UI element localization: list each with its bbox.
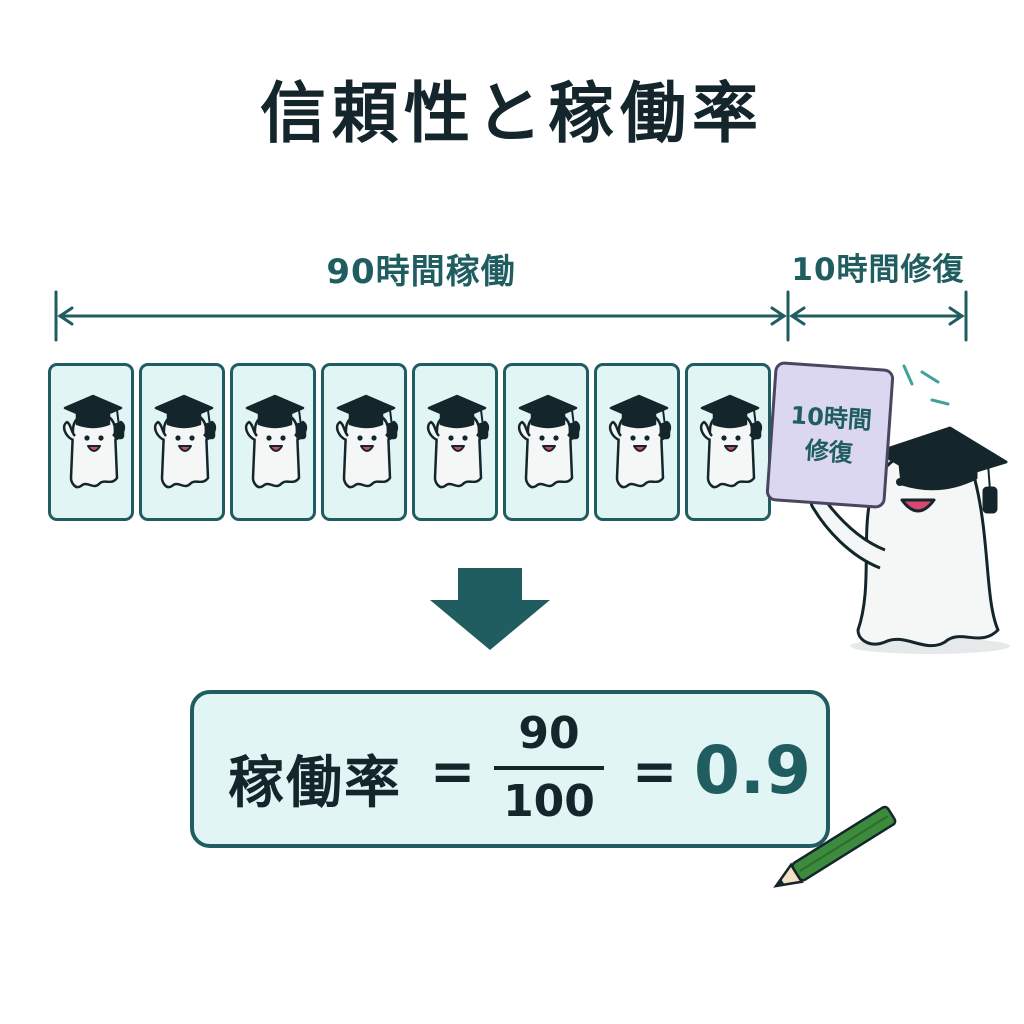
down-arrow-icon [430, 568, 550, 650]
repair-card: 10時間 修復 [765, 360, 895, 510]
repair-card-line1: 10時間 [789, 401, 873, 435]
ghost-graduate-icon [335, 394, 399, 489]
ghost-graduate-icon [153, 394, 217, 489]
formula-fraction: 90 100 [494, 708, 604, 828]
ghost-graduate-icon [699, 394, 763, 489]
formula-lhs: 稼働率 [228, 751, 402, 816]
formula-numerator: 90 [518, 708, 580, 759]
repair-card-line2: 修復 [803, 436, 854, 468]
uptime-cell [503, 363, 589, 521]
ghost-graduate-icon [809, 426, 1010, 654]
repair-dimension-line [789, 290, 968, 342]
uptime-cell [685, 363, 771, 521]
availability-formula-box: 稼働率 = 90 100 = 0.9 [190, 690, 830, 848]
uptime-cell [230, 363, 316, 521]
ghost-graduate-icon [244, 394, 308, 489]
uptime-cell [321, 363, 407, 521]
fraction-bar [494, 766, 604, 770]
ghost-graduate-icon [426, 394, 490, 489]
uptime-dimension-line [54, 290, 790, 342]
pencil-icon [773, 805, 897, 888]
page-title: 信頼性と稼働率 [260, 75, 764, 152]
sparkle-marks [902, 364, 950, 406]
formula-result: 0.9 [694, 732, 811, 809]
uptime-cell [412, 363, 498, 521]
formula-equals-1: = [430, 740, 476, 803]
uptime-cell [594, 363, 680, 521]
formula-denominator: 100 [503, 776, 595, 827]
uptime-cell [139, 363, 225, 521]
uptime-span-label: 90時間稼働 [326, 252, 516, 292]
ghost-graduate-icon [608, 394, 672, 489]
ghost-graduate-icon [517, 394, 581, 489]
repair-span-label: 10時間修復 [791, 252, 965, 288]
formula-equals-2: = [632, 740, 678, 803]
ghost-graduate-icon [62, 394, 126, 489]
uptime-cell [48, 363, 134, 521]
